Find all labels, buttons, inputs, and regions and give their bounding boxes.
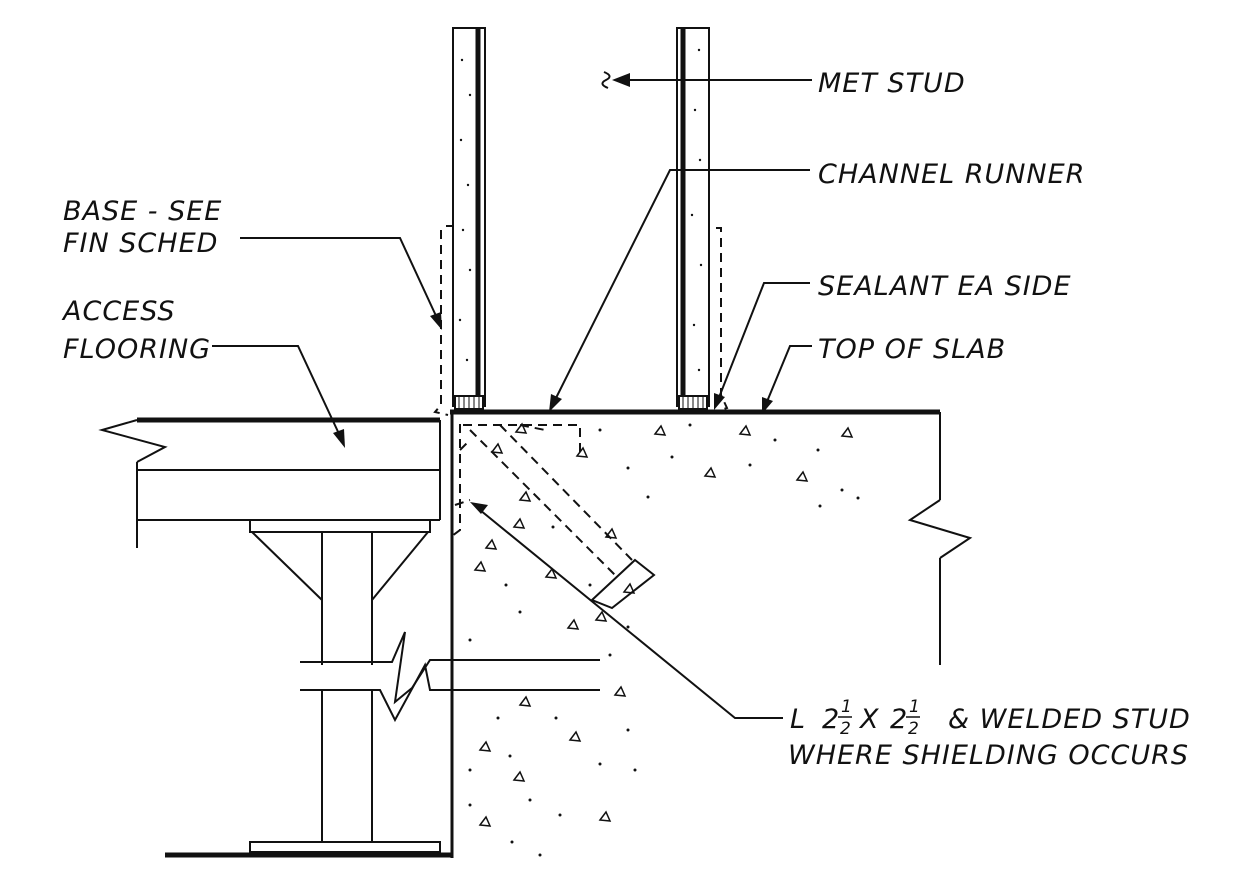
label-access-line2: FLOORING <box>63 334 211 365</box>
label-met-stud: MET STUD <box>818 68 966 99</box>
concrete-stipple <box>468 422 860 857</box>
access-flooring <box>98 417 600 858</box>
label-angle-den-2: 2 <box>908 719 919 739</box>
angle-welded-stud <box>451 424 656 610</box>
slab-top <box>450 409 973 858</box>
label-base-line2: FIN SCHED <box>63 228 218 259</box>
label-access-line1: ACCESS <box>61 296 176 327</box>
label-angle-den-1: 2 <box>840 719 851 739</box>
leader-lines <box>212 71 812 719</box>
label-angle-whole-1: 2 <box>822 704 840 735</box>
label-angle-suffix: & WELDED STUD <box>948 704 1191 735</box>
label-angle-line2: WHERE SHIELDING OCCURS <box>788 740 1189 771</box>
label-angle-times: X <box>858 704 880 735</box>
label-base-line1: BASE - SEE <box>63 196 222 227</box>
label-angle-prefix: L <box>790 704 806 735</box>
label-angle-num-1: 1 <box>841 697 852 717</box>
label-channel-runner: CHANNEL RUNNER <box>818 159 1085 190</box>
label-sealant: SEALANT EA SIDE <box>818 271 1072 302</box>
stud-wall <box>433 27 729 416</box>
label-top-of-slab: TOP OF SLAB <box>818 334 1006 365</box>
label-angle-whole-2: 2 <box>890 704 908 735</box>
labels: MET STUD CHANNEL RUNNER BASE - SEE FIN S… <box>61 68 1191 771</box>
label-angle: L 2 1 2 X 2 1 2 & WELDED STUD WHERE SHIE… <box>788 697 1191 771</box>
stud-board-stipple <box>458 48 703 372</box>
label-angle-num-2: 1 <box>909 697 920 717</box>
